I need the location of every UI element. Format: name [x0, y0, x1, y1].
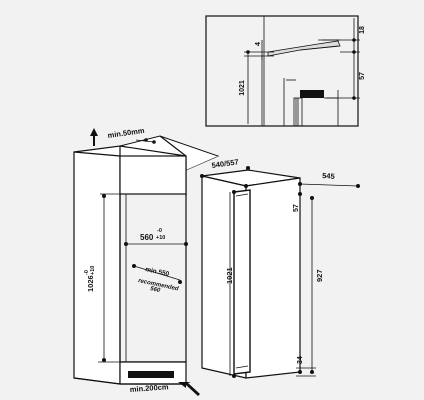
niche-left-panel	[73, 145, 121, 385]
appliance-door	[233, 189, 251, 375]
detail-frame	[205, 15, 359, 127]
detail-label-hinge: 57	[359, 72, 366, 80]
niche-label-width-tol-plus: +10	[156, 235, 165, 241]
appliance-label-depth: 545	[322, 171, 335, 181]
appliance-label-door-height: 927	[315, 269, 324, 282]
niche-label-depth-recommended-value: 560	[150, 286, 162, 294]
appliance-label-bottom-offset: 34	[297, 356, 304, 364]
appliance-label-top-offset: 57	[293, 204, 300, 212]
niche-label-ventilation-top: min.50mm	[107, 126, 145, 140]
appliance-label-width: 540/557	[211, 157, 239, 170]
arrow-in-icon	[178, 382, 200, 396]
appliance-side	[245, 177, 301, 379]
detail-label-gap: 4	[255, 42, 262, 46]
detail-label-height: 1021	[239, 80, 246, 96]
niche-label-height-tol-minus: -0	[84, 270, 90, 275]
arrow-up-icon	[90, 128, 98, 146]
detail-hinge	[300, 90, 324, 98]
niche-label-width: 560	[140, 233, 154, 242]
appliance	[200, 166, 360, 379]
niche-label-height: 1026	[86, 275, 95, 292]
detail-inset: 18 57 4 1021	[205, 15, 366, 127]
appliance-label-height: 1021	[225, 267, 234, 284]
niche-label-depth-min: min.550	[145, 266, 171, 278]
niche-label-height-tol-plus: +10	[90, 266, 96, 275]
niche-label-width-tol-minus: -0	[157, 228, 162, 234]
ventilation-grille	[128, 371, 174, 378]
niche-cabinet	[73, 128, 220, 396]
detail-label-top: 18	[359, 26, 366, 34]
niche-top-block	[119, 155, 187, 195]
niche-label-ventilation-bottom: min.200cm	[130, 382, 170, 394]
